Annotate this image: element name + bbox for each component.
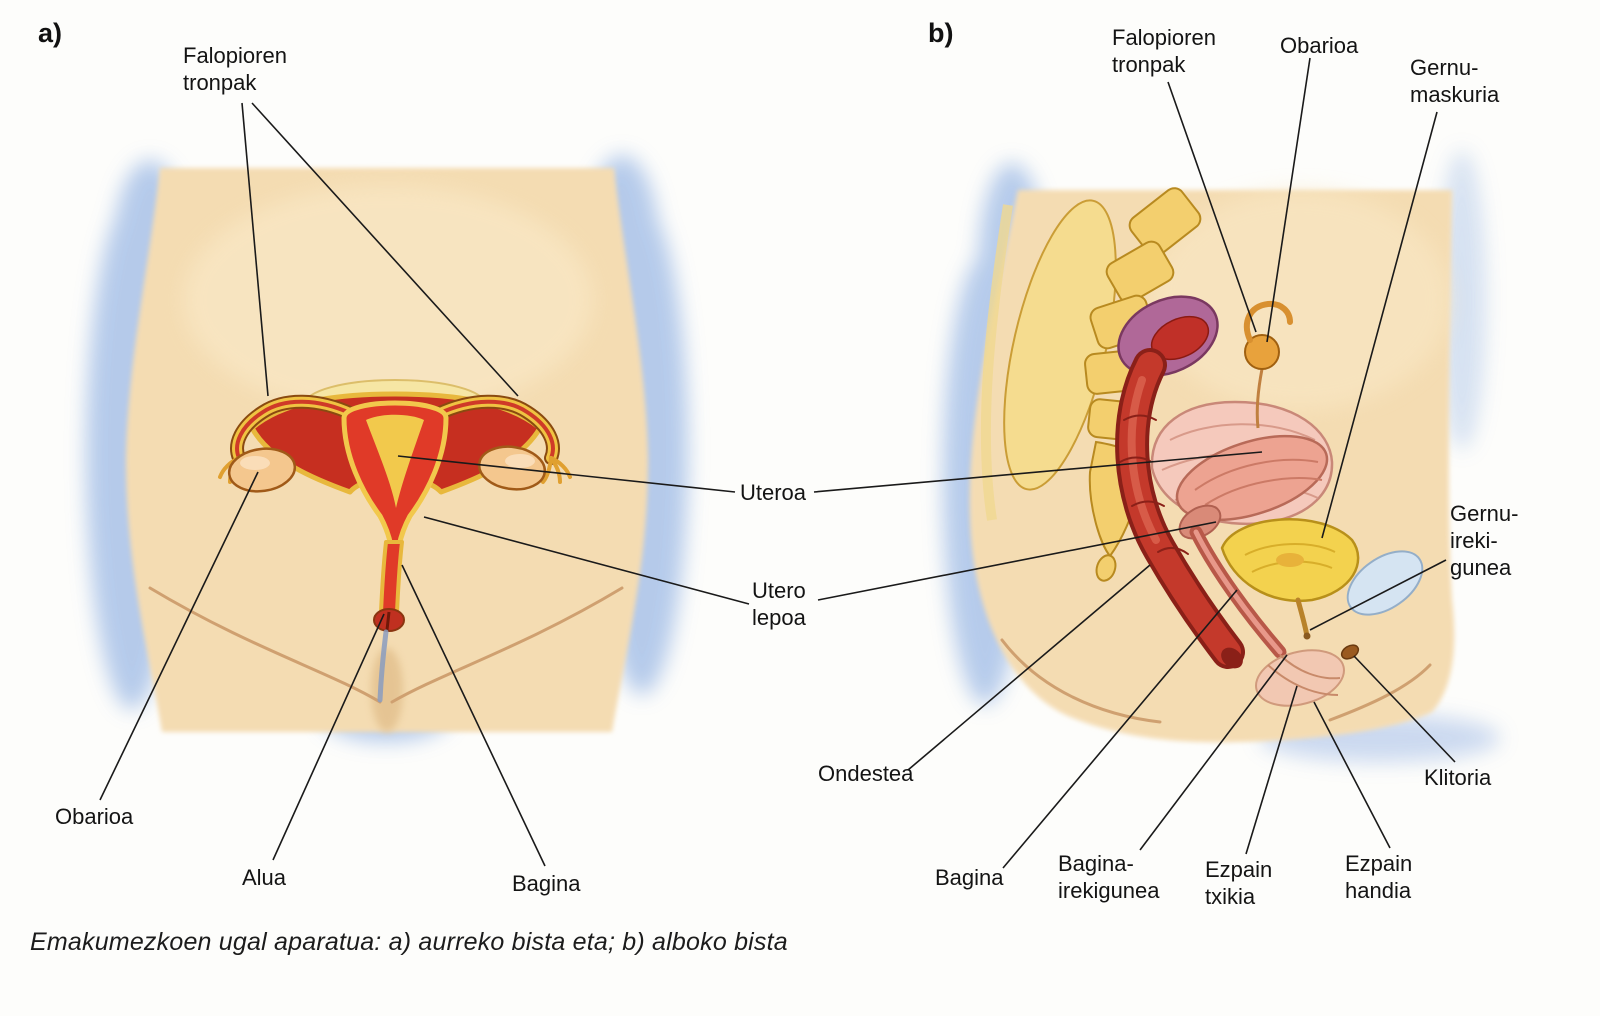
label-fallopian-b: Falopioren tronpak	[1112, 24, 1216, 78]
label-labia-minora: Ezpain txikia	[1205, 856, 1272, 910]
leader-utero-lepoa-right	[817, 521, 1217, 601]
label-line: tronpak	[1112, 52, 1186, 77]
leader-obarioa-a	[99, 471, 259, 801]
leader-bagina-irekigunea	[1139, 654, 1288, 851]
fallopian-tube-left	[230, 394, 359, 465]
label-vagina-a: Bagina	[512, 871, 581, 896]
body-creases-side	[1000, 638, 1432, 724]
torso-highlight	[183, 185, 593, 415]
fallopian-tube-side	[1243, 300, 1293, 343]
label-bladder: Gernu- maskuria	[1410, 54, 1499, 108]
leader-bagina-a	[401, 564, 546, 867]
label-line: txikia	[1205, 884, 1256, 909]
label-line: handia	[1345, 878, 1412, 903]
label-rectum: Ondestea	[818, 761, 914, 786]
label-line: irekigunea	[1058, 878, 1160, 903]
label-line: lepoa	[752, 605, 806, 630]
label-line: ireki-	[1450, 528, 1498, 553]
uterus-side-folds	[1194, 458, 1323, 506]
label-ovary-a: Obarioa	[55, 804, 134, 829]
label-line: Falopioren	[1112, 25, 1216, 50]
label-line: maskuria	[1410, 82, 1500, 107]
panel-a-tag: a)	[38, 18, 63, 48]
ovary-left-highlight	[240, 456, 270, 470]
leader-klitoria	[1353, 655, 1456, 763]
label-line: Ezpain	[1345, 851, 1413, 876]
panel-b-tag: b)	[928, 18, 954, 48]
leader-ezpain-handia	[1313, 701, 1391, 849]
vaginal-canal-side-lumen	[1193, 529, 1283, 655]
label-line: Gernu-	[1410, 55, 1479, 80]
fallopian-tube-right	[431, 394, 560, 465]
leader-bagina-b	[1002, 589, 1238, 869]
leader-gernu-maskuria	[1321, 111, 1438, 539]
leader-falopioren-a-left	[241, 102, 269, 397]
leader-uteroa-right	[813, 451, 1263, 493]
pubic-bone	[1346, 550, 1424, 616]
leader-ezpain-txikia	[1245, 685, 1298, 855]
label-vulva-a: Alua	[242, 865, 287, 890]
label-line: Gernu-	[1450, 501, 1519, 526]
vulva-folds-side	[1255, 649, 1345, 707]
coccyx	[1095, 554, 1117, 582]
label-line: Bagina-	[1058, 851, 1134, 876]
leader-uteroa-left	[397, 455, 736, 493]
label-line: tronpak	[183, 70, 257, 95]
label-line: gunea	[1450, 555, 1512, 580]
leader-falopioren-b	[1167, 81, 1257, 333]
ovary-right-highlight	[505, 454, 535, 468]
leader-utero-lepoa-left	[423, 516, 750, 605]
label-cervix: Utero lepoa	[752, 577, 806, 631]
rectum	[1115, 348, 1245, 669]
ovary-side	[1244, 334, 1280, 370]
vulval-cleft-line	[377, 629, 389, 703]
label-line: Falopioren	[183, 43, 287, 68]
figure-caption: Emakumezkoen ugal aparatua: a) aurreko b…	[30, 928, 788, 956]
ovarian-ligament-side	[1255, 368, 1264, 429]
label-uterus: Uteroa	[740, 480, 807, 505]
leader-gernu-irekigunea	[1309, 559, 1447, 631]
back-bone-strip	[980, 204, 1013, 521]
panel-a-art	[86, 155, 688, 742]
label-urethral-opening: Gernu- ireki- gunea	[1450, 500, 1518, 581]
urethral-opening-dot	[1303, 632, 1311, 640]
leader-obarioa-b	[1266, 57, 1311, 343]
panel-b-art	[943, 150, 1500, 762]
clitoris-side	[1340, 644, 1360, 660]
leader-alua	[272, 613, 385, 861]
label-labia-majora: Ezpain handia	[1345, 850, 1412, 904]
leader-ondestea	[907, 564, 1151, 771]
bladder-blotch	[1276, 553, 1304, 567]
vaginal-canal-front	[379, 540, 404, 614]
leader-lines	[99, 57, 1456, 869]
labia-lines	[1267, 654, 1341, 696]
inner-thigh-shadow	[371, 648, 403, 732]
label-line: Utero	[752, 578, 806, 603]
anus	[1221, 647, 1243, 669]
label-ovary-b: Obarioa	[1280, 33, 1359, 58]
groin-creases	[148, 586, 624, 704]
uterine-cavity	[366, 414, 424, 508]
vulva-slit	[385, 611, 391, 631]
leader-falopioren-a-right	[251, 102, 519, 397]
label-line: Ezpain	[1205, 857, 1273, 882]
label-vagina-b: Bagina	[935, 865, 1004, 890]
label-vaginal-opening: Bagina- irekigunea	[1058, 850, 1160, 904]
label-fallopian-a: Falopioren tronpak	[183, 42, 287, 96]
label-clitoris: Klitoria	[1424, 765, 1492, 790]
